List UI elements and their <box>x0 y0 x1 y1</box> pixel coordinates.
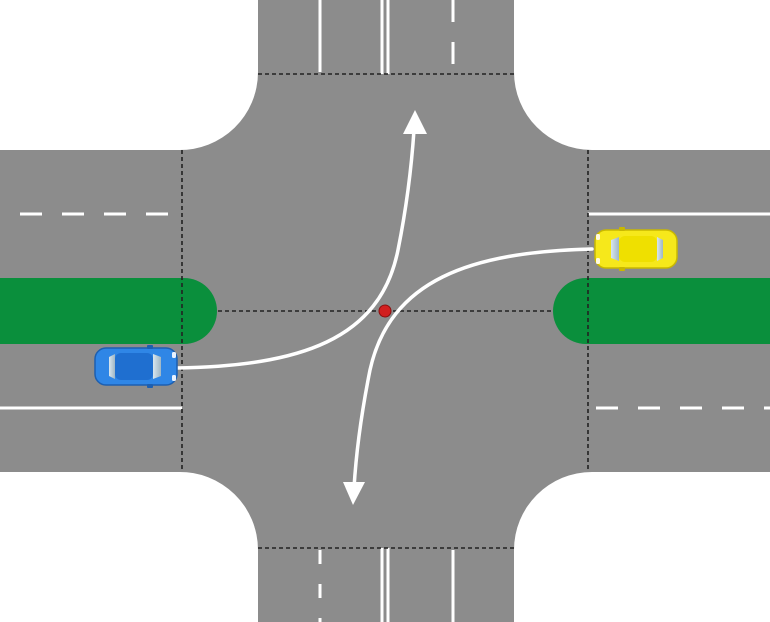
intersection-guide-lines <box>181 73 589 549</box>
yellow-car-rear-window <box>657 237 663 261</box>
blue-car-headlight-bottom <box>172 375 176 381</box>
blue-car <box>94 345 178 388</box>
yellow-car-mirror-bottom <box>619 267 625 271</box>
blue-car-headlight-top <box>172 352 176 358</box>
yellow-car-mirror-top <box>619 227 625 231</box>
blue-car-mirror-bottom <box>147 384 153 388</box>
blue-car-windshield <box>153 354 161 379</box>
corner-fillet-bottom-right <box>514 472 592 550</box>
yellow-car-windshield <box>611 237 619 261</box>
yellow-car-left-turn-path <box>352 247 594 490</box>
turn-paths <box>174 128 594 490</box>
blue-car-mirror-top <box>147 345 153 349</box>
corner-fillet-bottom-left <box>178 471 258 550</box>
blue-car-left-turn-path <box>174 128 416 370</box>
yellow-car <box>594 227 678 271</box>
yellow-car-headlight-top <box>596 234 600 240</box>
blue-car-roof <box>115 353 153 380</box>
blue-car-rear-window <box>109 354 115 379</box>
arrowhead-south <box>343 482 365 505</box>
arrowhead-north <box>403 110 427 134</box>
yellow-car-roof <box>619 236 657 262</box>
median-east <box>553 278 770 344</box>
median-west <box>0 278 217 344</box>
corner-fillet-top-right <box>514 72 592 150</box>
conflict-point <box>378 304 392 318</box>
yellow-car-headlight-bottom <box>596 258 600 264</box>
corner-fillet-top-left <box>178 72 259 151</box>
